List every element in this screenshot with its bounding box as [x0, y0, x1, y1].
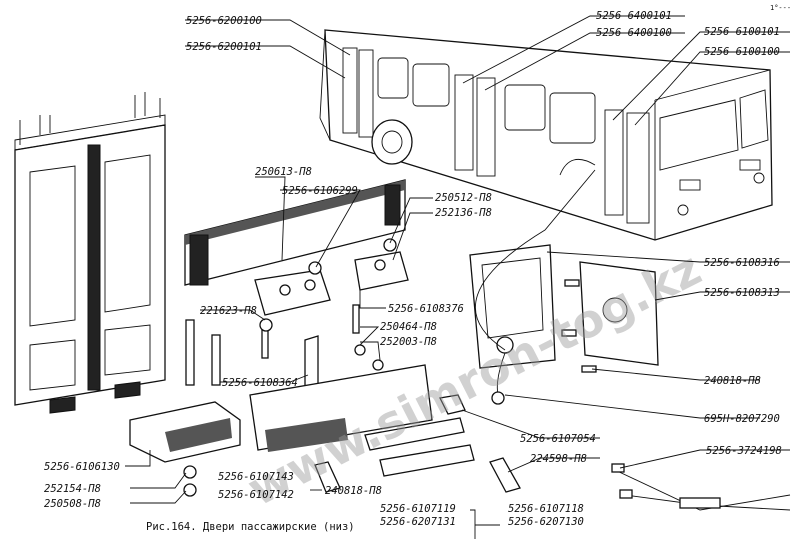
label-250508-p8: 250508-П8 [44, 498, 101, 510]
label-5256-6200100: 5256-6200100 [186, 15, 262, 27]
label-5256-6400100: 5256-6400100 [596, 27, 672, 39]
door-leaves-illustration [14, 92, 166, 414]
label-252154-p8: 252154-П8 [44, 483, 101, 495]
air-hose [475, 169, 596, 351]
label-5256-6108316: 5256-6108316 [704, 257, 780, 269]
label-5256-6400101: 5256-6400101 [596, 10, 672, 22]
bolts [185, 304, 384, 389]
label-5256-6107143: 5256-6107143 [218, 471, 294, 483]
label-5256-6100101: 5256-6100101 [704, 26, 780, 38]
label-5256-6106299: 5256-6106299 [282, 185, 358, 197]
label-5256-6200101: 5256-6200101 [186, 41, 262, 53]
label-5256-6107118: 5256-6107118 [508, 503, 584, 515]
label-250512-p8: 250512-П8 [435, 192, 492, 204]
wiring-harness [611, 463, 791, 511]
part-labels: 5256-6200100 5256-6200101 5256-6400101 5… [44, 10, 782, 528]
label-224598-p8: 224598-П8 [530, 453, 587, 465]
bus-illustration [319, 29, 773, 241]
mounting-bracket [184, 179, 409, 316]
label-5256-6108313: 5256-6108313 [704, 287, 780, 299]
label-221623-p8: 221623-П8 [200, 305, 257, 317]
corner-mark: 1°--- [770, 4, 791, 12]
leader-lines [125, 15, 790, 539]
label-5256-6107142: 5256-6107142 [218, 489, 294, 501]
label-252003-p8: 252003-П8 [380, 336, 437, 348]
label-240818-p8-right: 240818-П8 [704, 375, 761, 387]
label-5256-6207131: 5256-6207131 [380, 516, 456, 528]
label-5256-3724198: 5256-3724198 [706, 445, 782, 457]
figure-caption: Рис.164. Двери пассажирские (низ) [146, 521, 355, 533]
label-5256-6107119: 5256-6107119 [380, 503, 456, 515]
label-5256-6207130: 5256-6207130 [508, 516, 584, 528]
label-5256-6106130: 5256-6106130 [44, 461, 120, 473]
label-252136-p8: 252136-П8 [435, 207, 492, 219]
label-250613-p8: 250613-П8 [255, 166, 312, 178]
valve-box [469, 244, 659, 405]
label-240818-p8-bottom: 240818-П8 [325, 485, 382, 497]
guide-plates [129, 364, 521, 497]
label-5256-6107054: 5256-6107054 [520, 433, 596, 445]
label-5256-6108364: 5256-6108364 [222, 377, 298, 389]
label-5256-6108376: 5256-6108376 [388, 303, 464, 315]
label-250464-p8: 250464-П8 [380, 321, 437, 333]
label-695n-8207290: 695Н-8207290 [704, 413, 780, 425]
label-5256-6100100: 5256-6100100 [704, 46, 780, 58]
